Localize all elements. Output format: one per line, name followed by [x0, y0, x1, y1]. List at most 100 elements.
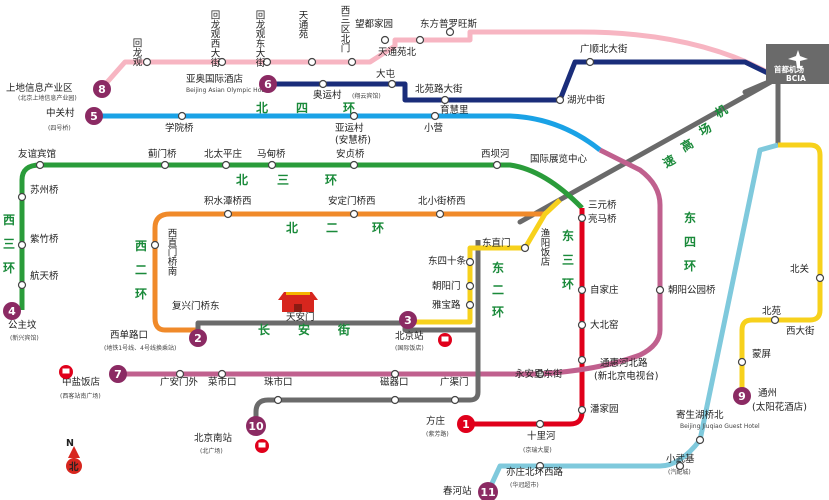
ring-road-bei-er-huan-1: 北 [286, 220, 298, 235]
railway-station-icon-south [255, 439, 269, 453]
station-zhongguancun-sub: (四号桥) [48, 124, 71, 132]
station-liangmaqiao: 亮马桥 [588, 213, 617, 225]
station-jiuqiao-sub: Beijing Jiuqiao Guest Hotel [680, 423, 760, 430]
ring-road-dong-si-huan-3: 环 [684, 259, 696, 273]
ring-road-xi-er-huan-2: 二 [135, 263, 147, 277]
station-xibahe: 西坝河 [481, 148, 510, 160]
ring-road-bei-si-huan-3: 环 [343, 101, 355, 115]
badge-4: 4 [8, 305, 16, 318]
airport-expressway-3: 高 [678, 136, 696, 155]
station-yizhuang-sub: (华冠超市) [510, 481, 539, 489]
station-shilihe-sub: (京瑞大厦) [523, 446, 552, 454]
badge-9: 9 [738, 390, 746, 403]
airport-expressway-4: 速 [660, 152, 678, 171]
station-yongan: 永安里东街 [515, 368, 563, 380]
line-9b-route [739, 142, 823, 392]
ring-road-dong-si-huan-2: 四 [684, 235, 696, 249]
station-fangzhuang-sub: (紫芳路) [426, 430, 449, 438]
station-beijing-zhan: 北京站 [395, 330, 424, 342]
station-guoji-zhanlan: 国际展览中心 [530, 153, 588, 165]
ring-road-bei-er-huan-3: 环 [372, 221, 384, 235]
station-yaao-hotel: 亚奥国际酒店 [186, 73, 243, 85]
station-xueyuanqiao: 学院桥 [165, 122, 194, 134]
station-andingmen: 安定门桥西 [328, 195, 376, 207]
station-yayuncun-sub: (安慧桥) [335, 134, 371, 146]
line-6-route [268, 59, 780, 103]
chang-an-jie-2: 安 [298, 322, 310, 337]
station-tiantongyuan: 天通苑 [297, 10, 309, 39]
ring-road-dong-er-huan-2: 二 [492, 283, 504, 297]
station-dongfang-luoluosi: 东方普罗旺斯 [420, 18, 478, 30]
station-beijing-nan-sub: (北广场) [200, 447, 223, 455]
ring-road-bei-si-huan-2: 四 [296, 101, 308, 115]
ring-road-dong-san-huan-1: 东 [562, 228, 574, 243]
station-beijing-nan: 北京南站 [194, 432, 233, 444]
station-zhongyan: 中盐饭店 [62, 376, 100, 388]
station-caishikou: 菜市口 [208, 376, 237, 388]
station-panjiayuan: 潘家园 [590, 403, 619, 415]
station-yaao-hotel-en: Beijing Asian Olympic Hotel [186, 87, 269, 94]
station-tongzhou: 通州 [758, 388, 777, 399]
tiananmen-label: 天安门 [286, 311, 315, 323]
station-xidajie: 西大街 [786, 325, 815, 337]
station-beiyuanlu-dajie: 北苑路大街 [415, 83, 463, 95]
ring-road-xi-san-huan-3: 环 [3, 261, 15, 275]
ring-road-labels: 北 四 环 北 三 环 北 二 环 西 三 环 西 二 环 东 二 环 东 三 … [3, 100, 730, 337]
station-yizhuang: 亦庄北环西路 [506, 466, 564, 478]
station-xisanqi-beimen: 西三区北门 [339, 5, 351, 53]
badge-5: 5 [90, 110, 98, 123]
station-beixiaojie: 北小街桥西 [418, 195, 466, 207]
railway-station-icon-west [59, 365, 73, 379]
station-guanganmen: 广安门外 [160, 376, 199, 388]
station-yuyang: 渔阳饭店 [539, 228, 551, 267]
line-5-route [94, 113, 602, 152]
station-aoyuncun-sub: (翔云宾馆) [352, 92, 381, 100]
tiananmen-icon [278, 292, 318, 312]
ring-road-dong-er-huan-3: 环 [492, 305, 504, 319]
station-tongzhou-sub: (太阳花酒店) [752, 401, 807, 413]
station-tiantongyuan-bei: 天通苑北 [378, 46, 417, 58]
station-yabao: 雅宝路 [432, 299, 461, 311]
north-compass [66, 446, 82, 474]
station-yuhuili: 育慧里 [440, 104, 469, 116]
station-yayuncun: 亚运村 [335, 122, 364, 134]
ring-road-bei-si-huan-1: 北 [256, 100, 268, 115]
station-tonghuihe: 通惠河北路 [600, 357, 648, 369]
station-huguang-zhongjie: 湖光中街 [567, 94, 606, 106]
badge-8: 8 [98, 83, 106, 96]
station-guangshun-beidajie: 广顺北大街 [580, 43, 628, 55]
station-wangdu-jiayuan: 望都家园 [355, 18, 393, 30]
station-liping: 蒙屏 [752, 348, 771, 360]
station-guangqumen: 广渠门 [440, 376, 469, 388]
station-shangdi-en: (北京上地信息产业园) [18, 94, 77, 102]
station-jishuitan: 积水潭桥西 [204, 195, 252, 207]
station-xidan-sub: (地铁1号线、4号线换乘站) [104, 344, 176, 352]
station-fangzhuang: 方庄 [426, 415, 446, 427]
airport-name-cn: 首都机场 [774, 64, 804, 74]
station-xidan: 西单路口 [110, 329, 148, 341]
ring-road-dong-er-huan-1: 东 [492, 260, 504, 275]
station-huilongguan-dongdajie: 回龙观东大街 [254, 10, 266, 68]
station-shangdi: 上地信息产业区 [6, 82, 73, 94]
badge-6: 6 [264, 78, 272, 91]
station-markers [17, 27, 825, 471]
station-suzhouqiao: 苏州桥 [30, 184, 59, 196]
station-huilongguan-xidajie: 回龙观西大街 [209, 10, 221, 68]
line-10-route [253, 330, 481, 424]
station-zhongguancun: 中关村 [46, 107, 75, 119]
station-sanyuanqiao: 三元桥 [588, 199, 617, 211]
station-hangtianqiao: 航天桥 [30, 270, 59, 282]
station-huilongguan: 回龙观 [131, 38, 143, 67]
station-gongzhufen-sub: (新兴宾馆) [10, 334, 39, 342]
badge-1: 1 [462, 418, 470, 431]
ring-road-dong-san-huan-3: 环 [562, 277, 574, 291]
station-zizhuqiao: 紫竹桥 [30, 233, 59, 245]
airport-name-en: BCIA [786, 74, 806, 83]
railway-station-icon-beijing [438, 333, 452, 347]
station-xiaowuji-sub: (汽配城) [668, 468, 691, 476]
station-madianqiao: 马甸桥 [257, 148, 286, 160]
station-cipikou: 磁器口 [380, 376, 409, 388]
line-3-route [152, 211, 545, 333]
station-beiyuan: 北苑 [762, 305, 782, 317]
